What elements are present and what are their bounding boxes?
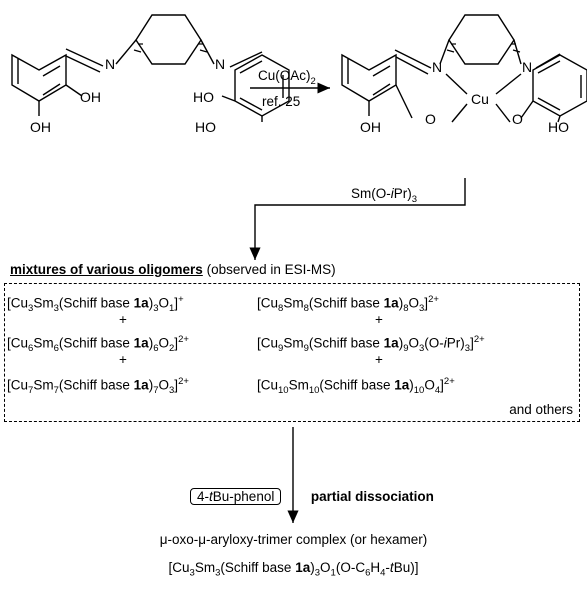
- oligomer-heading-note: (observed in ESI-MS): [206, 262, 336, 277]
- oligomer-cu3sm3: [Cu3Sm3(Schiff base 1a)3O1]+: [7, 294, 184, 315]
- oligomer-heading: mixtures of various oligomers (observed …: [10, 262, 336, 277]
- complex-o2: O: [512, 111, 523, 127]
- left-ligand-ho-2: HO: [195, 119, 216, 135]
- complex-oh: OH: [360, 119, 381, 135]
- plus-sign: +: [119, 352, 127, 367]
- oligomer-cu6sm6: [Cu6Sm6(Schiff base 1a)6O2]2+: [7, 334, 189, 355]
- cu-schiff-base-complex: [341, 14, 587, 123]
- reagent-cu-oac: Cu(OAc)2: [258, 68, 316, 87]
- left-ligand-n2: N: [215, 56, 225, 72]
- plus-sign: +: [375, 352, 383, 367]
- reaction-arrow-2: [249, 178, 466, 260]
- oligomer-box: [Cu3Sm3(Schiff base 1a)3O1]+ [Cu8Sm8(Sch…: [4, 283, 580, 422]
- step3-conditions: 4-tBu-phenol partial dissociation: [190, 488, 434, 505]
- oligomer-cu8sm8: [Cu8Sm8(Schiff base 1a)8O3]2+: [257, 294, 439, 315]
- oligomer-heading-bold: mixtures of various oligomers: [10, 262, 203, 277]
- product-description: μ-oxo-μ-aryloxy-trimer complex (or hexam…: [159, 532, 428, 547]
- oligomer-cu9sm9: [Cu9Sm9(Schiff base 1a)9O3(O-iPr)3]2+: [257, 334, 485, 355]
- plus-sign: +: [375, 312, 383, 327]
- complex-ho: HO: [548, 119, 569, 135]
- reference-label: ref. 25: [262, 94, 300, 109]
- oligomer-cu7sm7: [Cu7Sm7(Schiff base 1a)7O3]2+: [7, 376, 189, 397]
- left-ligand-oh-1: OH: [80, 89, 101, 105]
- schiff-base-ligand: [11, 14, 290, 122]
- reagent-tbu-phenol: 4-tBu-phenol: [190, 488, 282, 505]
- complex-n1: N: [432, 59, 442, 75]
- complex-n2: N: [522, 59, 532, 75]
- product-formula: [Cu3Sm3(Schiff base 1a)3O1(O-C6H4-tBu)]: [168, 560, 419, 579]
- plus-sign: +: [119, 312, 127, 327]
- left-ligand-ho-1: HO: [193, 89, 214, 105]
- and-others-label: and others: [509, 402, 573, 417]
- left-ligand-oh-2: OH: [30, 119, 51, 135]
- partial-dissociation-label: partial dissociation: [310, 489, 434, 504]
- oligomer-cu10sm10: [Cu10Sm10(Schiff base 1a)10O4]2+: [257, 376, 455, 397]
- complex-o1: O: [425, 111, 436, 127]
- complex-metal-cu: Cu: [471, 91, 489, 107]
- reagent-sm-oipr: Sm(O-iPr)3: [351, 186, 417, 205]
- left-ligand-n1: N: [105, 56, 115, 72]
